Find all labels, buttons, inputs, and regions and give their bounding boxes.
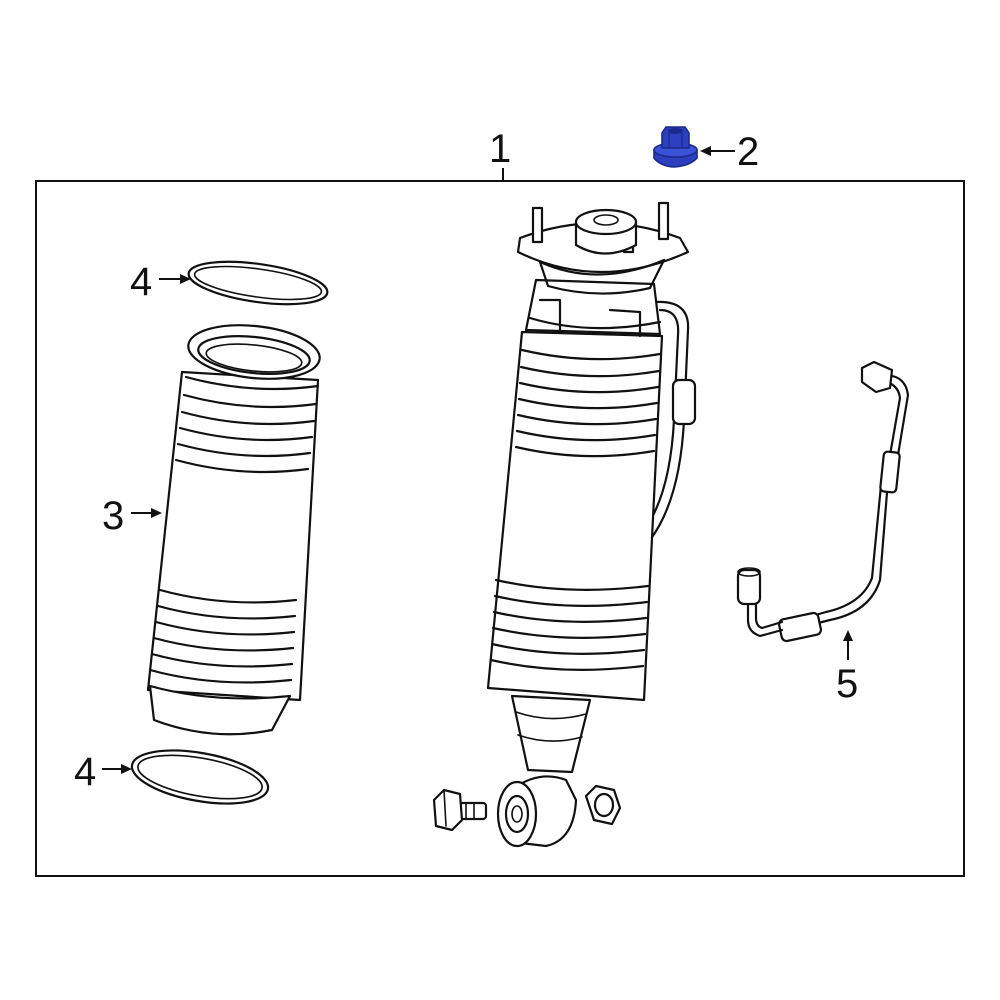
part-4-seal-ring-top[interactable]: [186, 254, 330, 311]
callout-4-top-label: 4: [130, 260, 152, 304]
callout-3-label: 3: [102, 494, 124, 538]
callout-4-top-arrowhead: [180, 274, 191, 284]
callout-1[interactable]: 1: [489, 127, 511, 181]
callout-4-bottom-arrowhead: [121, 764, 132, 774]
callout-5-label: 5: [836, 662, 858, 706]
callout-3-arrowhead: [151, 508, 162, 518]
part-1-air-strut-assembly[interactable]: [486, 201, 697, 848]
part-2-nut[interactable]: [653, 126, 698, 168]
nut-bore: [668, 128, 683, 134]
part-1-nut: [584, 784, 622, 826]
assembly-frame: [35, 180, 965, 877]
sensor-plug: [736, 568, 762, 606]
hose-fitting: [671, 378, 697, 426]
harness-sleeve: [879, 450, 901, 494]
part-3-bellows-boot[interactable]: [146, 319, 322, 736]
callout-4-bottom-label: 4: [74, 750, 96, 794]
callout-5-arrowhead: [843, 630, 853, 641]
callout-4-top[interactable]: 4: [130, 260, 191, 304]
mount-stud: [657, 201, 670, 241]
callout-5[interactable]: 5: [836, 630, 858, 706]
part-5-wire-harness[interactable]: [736, 360, 910, 643]
callout-1-label: 1: [489, 127, 511, 171]
harness-clip: [777, 611, 823, 643]
mount-stud: [531, 206, 544, 244]
callout-3[interactable]: 3: [102, 494, 162, 538]
part-1-bolt: [432, 788, 488, 832]
callout-2[interactable]: 2: [700, 130, 759, 174]
callout-2-arrowhead: [700, 146, 711, 156]
callout-4-bottom[interactable]: 4: [74, 750, 132, 794]
part-4-seal-ring-bottom[interactable]: [128, 741, 272, 812]
callout-2-label: 2: [737, 130, 759, 174]
